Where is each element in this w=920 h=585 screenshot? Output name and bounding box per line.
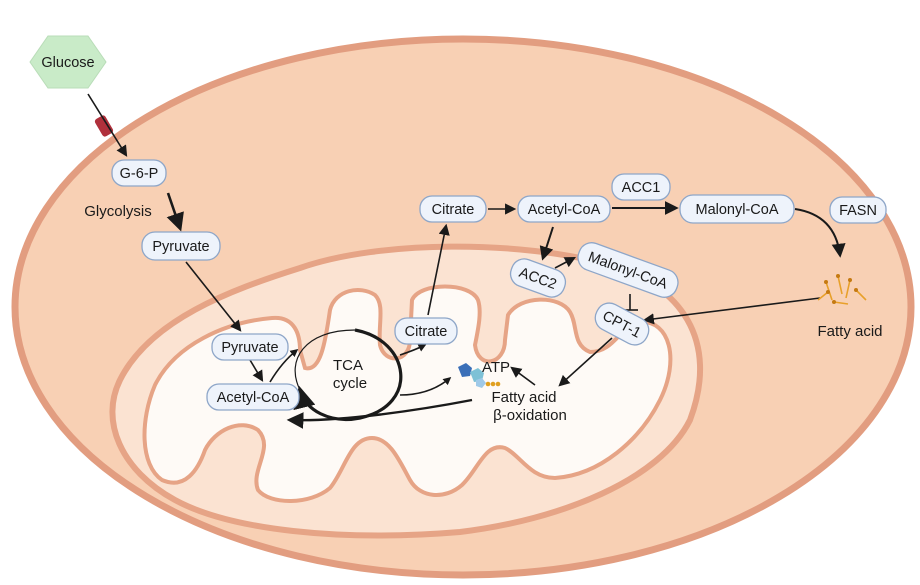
node-acc1: ACC1 [611, 173, 671, 201]
arrow-fao-to-acetylcoa [286, 398, 473, 429]
tca-label-line1: TCA [333, 357, 363, 374]
fao-label-line2: β-oxidation [493, 407, 567, 424]
arrow-tca-to-citrate [399, 344, 427, 356]
arrow-fao-to-atp [510, 366, 536, 386]
glycolysis-label: Glycolysis [84, 203, 152, 220]
fao-label-line1: Fatty acid [491, 389, 556, 406]
arrow-pyruvate-to-mito [185, 261, 242, 332]
svg-text:Malonyl-CoA: Malonyl-CoA [696, 202, 779, 218]
arrow-acetylcoa-to-acc2 [539, 226, 554, 261]
arrow-cpt1-to-fao [558, 337, 613, 387]
svg-text:Acetyl-CoA: Acetyl-CoA [217, 390, 290, 406]
atp-molecule-icon [458, 363, 501, 388]
arrow-glucose-to-g6p [87, 93, 128, 157]
svg-text:Citrate: Citrate [405, 324, 448, 340]
node-pyruvate-cytosol: Pyruvate [141, 231, 221, 261]
fatty-acid-label: Fatty acid [817, 323, 882, 340]
glucose-transporter-icon [94, 115, 114, 137]
node-pyruvate-mito: Pyruvate [211, 333, 289, 361]
svg-text:Acetyl-CoA: Acetyl-CoA [528, 202, 601, 218]
glucose-label: Glucose [41, 55, 94, 71]
arrow-pyruvate-to-acetylcoa [249, 359, 264, 382]
node-acetylcoa-cytosol: Acetyl-CoA [517, 195, 611, 223]
node-acetylcoa-mito: Acetyl-CoA [206, 383, 300, 411]
node-g6p: G-6-P [111, 159, 167, 187]
svg-text:ACC1: ACC1 [622, 180, 661, 196]
tca-label-line2: cycle [333, 375, 367, 392]
node-citrate-mito: Citrate [394, 317, 458, 345]
node-fasn: FASN [829, 196, 887, 224]
arrow-malonylcoa-to-fasn [794, 208, 846, 258]
node-malonylcoa-regulator: Malonyl-CoA [577, 242, 679, 298]
atp-label: ATP [482, 359, 510, 376]
node-malonylcoa-cytosol: Malonyl-CoA [679, 194, 795, 224]
arrow-citrate-export [427, 223, 450, 316]
tca-cycle-arc-thin [294, 329, 356, 391]
arrow-acetylcoa-to-tca [269, 349, 299, 383]
arrow-tca-to-atp [399, 376, 452, 396]
svg-text:Pyruvate: Pyruvate [152, 239, 209, 255]
arrow-g6p-to-pyruvate [166, 192, 184, 232]
pathway-arrows [87, 93, 846, 429]
svg-text:G-6-P: G-6-P [120, 166, 159, 182]
node-cpt1: CPT-1 [594, 302, 650, 346]
arrow-acc2-to-malonylcoa [554, 256, 576, 269]
svg-text:Pyruvate: Pyruvate [221, 340, 278, 356]
arrow-fattyacid-to-cpt1 [642, 297, 821, 325]
fatty-acid-molecules-icon [817, 274, 867, 305]
svg-text:Citrate: Citrate [432, 202, 475, 218]
tca-cycle-arc [293, 328, 403, 421]
node-acc2: ACC2 [509, 258, 567, 298]
node-citrate-cytosol: Citrate [419, 195, 487, 223]
svg-text:FASN: FASN [839, 203, 877, 219]
glucose-hexagon [29, 35, 107, 89]
